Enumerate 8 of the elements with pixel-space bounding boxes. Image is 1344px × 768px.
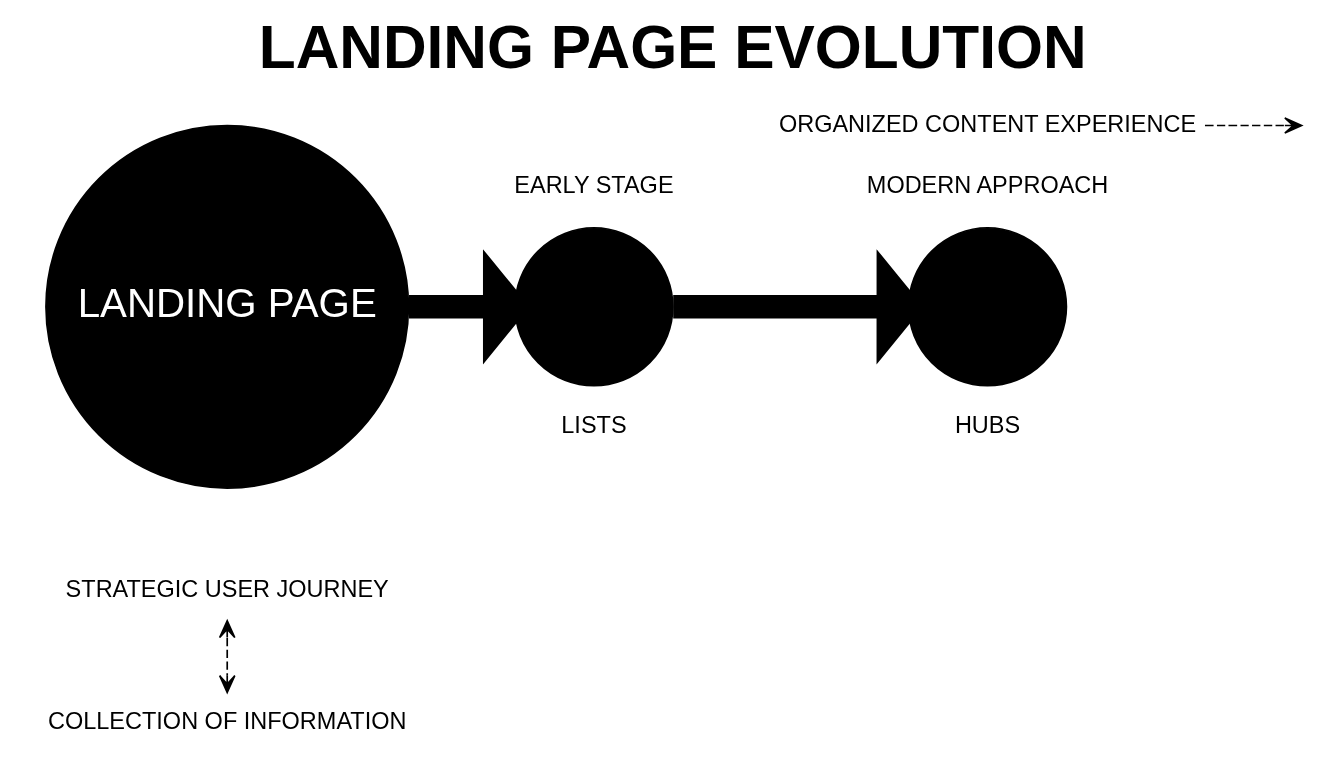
node-label: HUBS: [954, 412, 1020, 439]
diagram-title: LANDING PAGE EVOLUTION: [258, 13, 1087, 82]
node-text: ORGANIZED CONTENT EXPERIENCE: [778, 110, 1196, 137]
node-label: MODERN APPROACH: [866, 172, 1108, 198]
node-label: EARLY STAGE: [513, 172, 674, 198]
node-text: COLLECTION OF INFORMATION: [47, 708, 406, 735]
node-text: STRATEGIC USER JOURNEY: [65, 575, 389, 602]
node-label: LISTS: [560, 412, 627, 439]
